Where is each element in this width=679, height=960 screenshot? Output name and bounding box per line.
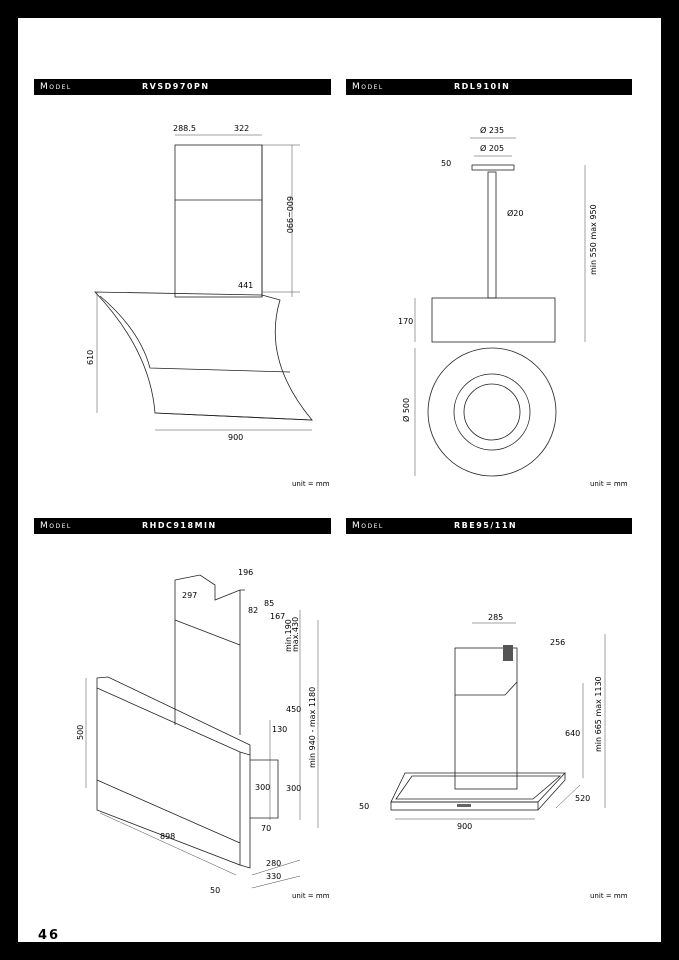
dim-label: 196 (238, 568, 253, 577)
model-header-3: Model RHDC918MIN (34, 518, 331, 534)
drawing-rbe95-11n: 285 256 640 min 665 max 1130 520 50 900 (359, 613, 606, 831)
model-header-4: Model RBE95/11N (346, 518, 632, 534)
dim-label: 322 (234, 124, 249, 133)
catalog-page (18, 18, 661, 942)
dim-label: 297 (182, 591, 197, 600)
dim-label: 85 (264, 599, 274, 608)
dim-label: 300 (286, 784, 301, 793)
model-name: RBE95/11N (454, 521, 518, 530)
dim-label: 500 (76, 725, 85, 740)
model-name: RHDC918MIN (142, 521, 217, 530)
dim-label: min 940 - max 1180 (308, 687, 317, 768)
model-label: Model (352, 521, 384, 531)
drawing-rvsd970pn: 288.5 322 600~990 441 610 900 (86, 124, 313, 442)
dim-label: 285 (488, 613, 503, 622)
dim-label: 520 (575, 794, 590, 803)
dim-label: Ø20 (507, 208, 523, 218)
dim-label: 900 (457, 822, 472, 831)
dim-label: Ø 205 (480, 143, 504, 153)
dim-label: 170 (398, 317, 413, 326)
dim-label: 50 (359, 802, 369, 811)
dim-label: Ø 235 (480, 125, 504, 135)
dim-label: 450 (286, 705, 301, 714)
dim-label: 900 (228, 433, 243, 442)
model-label: Model (40, 521, 72, 531)
model-label: Model (352, 82, 384, 92)
unit-note-1: unit = mm (292, 480, 330, 488)
dim-label: Ø 500 (401, 398, 411, 422)
model-header-2: Model RDL910IN (346, 79, 632, 95)
dim-label: min 665 max 1130 (594, 676, 603, 752)
unit-note-3: unit = mm (292, 892, 330, 900)
dim-label: 70 (261, 824, 271, 833)
dim-label: 330 (266, 872, 281, 881)
dim-label: 610 (86, 350, 95, 365)
dim-label: 82 (248, 606, 258, 615)
dim-label: 288.5 (173, 124, 196, 133)
dim-label: 50 (210, 886, 220, 895)
dim-label: min.190 (284, 619, 293, 652)
drawing-rdl910in: Ø 235 Ø 205 50 Ø20 min 550 max 950 170 Ø… (398, 125, 598, 477)
dim-label: 600~990 (285, 196, 294, 233)
dim-label: max.430 (291, 617, 300, 652)
page-number: 46 (38, 928, 61, 943)
model-header-1: Model RVSD970PN (34, 79, 331, 95)
dim-label: 898 (160, 832, 175, 841)
dim-label: 130 (272, 725, 287, 734)
model-name: RDL910IN (454, 82, 511, 91)
dim-label: 280 (266, 859, 281, 868)
dim-label: 300 (255, 783, 270, 792)
drawing-rhdc918min: 196 297 85 82 167 min.190 max.430 450 mi… (76, 568, 319, 895)
dim-label: min 550 max 950 (589, 204, 598, 275)
unit-note-2: unit = mm (590, 480, 628, 488)
model-name: RVSD970PN (142, 82, 210, 91)
dim-label: 640 (565, 729, 580, 738)
dim-label: 167 (270, 612, 285, 621)
dim-label: 441 (238, 281, 253, 290)
unit-note-4: unit = mm (590, 892, 628, 900)
dim-label: 50 (441, 159, 451, 168)
model-label: Model (40, 82, 72, 92)
dim-label: 256 (550, 638, 565, 647)
